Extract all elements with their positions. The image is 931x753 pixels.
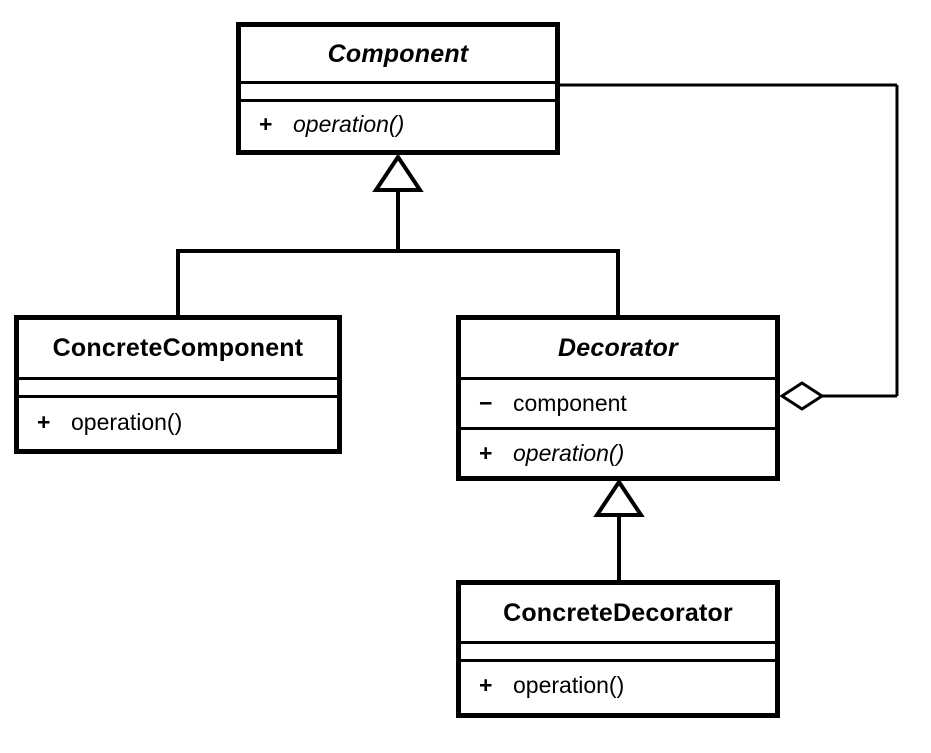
class-name-compartment-component: Component [241,27,555,84]
class-name-concretedecorator: ConcreteDecorator [503,598,733,627]
visibility-marker: + [479,672,493,698]
operation-name: operation() [71,408,183,435]
class-box-concretecomponent[interactable]: ConcreteComponent + operation() [14,315,342,454]
operations-compartment-component: + operation() [241,102,555,147]
visibility-marker: + [37,408,51,435]
hollow-diamond-icon [779,381,825,411]
attribute-row: − component [461,390,627,417]
operation-name: operation() [513,672,625,698]
operation-row: + operation() [461,440,624,467]
operations-compartment-concretecomponent: + operation() [19,398,337,446]
attributes-compartment-decorator: − component [461,380,775,427]
operation-row: + operation() [461,672,624,699]
operation-row: + operation() [19,409,182,436]
attributes-compartment-concretecomponent [19,380,337,398]
operation-name: operation() [513,439,625,466]
operations-compartment-decorator: + operation() [461,427,775,476]
class-name-concretecomponent: ConcreteComponent [52,334,304,362]
class-name-compartment-decorator: Decorator [461,320,775,380]
class-box-component[interactable]: Component + operation() [236,22,560,155]
hollow-triangle-icon [593,478,645,517]
class-name-compartment-concretedecorator: ConcreteDecorator [461,585,775,644]
attributes-compartment-concretedecorator [461,644,775,662]
operation-name: operation() [293,111,405,137]
generalization-tree-to-component [176,153,620,318]
visibility-marker: + [259,111,273,137]
class-name-decorator: Decorator [558,334,678,362]
visibility-marker: + [479,439,493,466]
generalization-concretedecorator-to-decorator [593,478,645,583]
operations-compartment-concretedecorator: + operation() [461,662,775,709]
operation-row: + operation() [241,111,404,138]
class-box-concretedecorator[interactable]: ConcreteDecorator + operation() [456,580,780,718]
visibility-marker: − [479,390,493,416]
class-name-compartment-concretecomponent: ConcreteComponent [19,320,337,380]
attributes-compartment-component [241,84,555,102]
class-box-decorator[interactable]: Decorator − component + operation() [456,315,780,481]
hollow-triangle-icon [372,153,424,192]
class-name-component: Component [327,39,469,68]
attribute-name: component [513,390,627,416]
